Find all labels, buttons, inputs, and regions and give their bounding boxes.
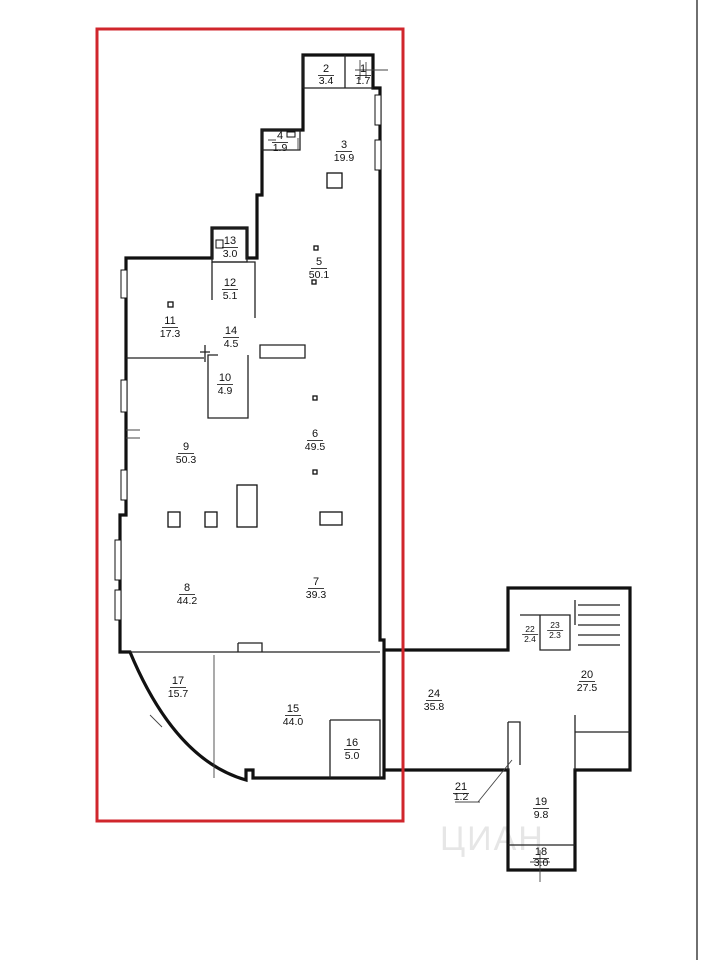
svg-text:1.9: 1.9	[273, 142, 288, 154]
svg-text:11: 11	[164, 315, 175, 327]
room-label-4: 4 1.9	[273, 130, 288, 154]
svg-text:6: 6	[312, 428, 318, 440]
room-label-23: 23 2.3	[549, 620, 561, 640]
room-label-14: 14 4.5	[224, 325, 239, 350]
room-label-1: 1 1.7	[356, 63, 371, 87]
svg-text:5.1: 5.1	[223, 290, 238, 302]
room-label-19: 19 9.8	[534, 796, 549, 821]
svg-text:19.9: 19.9	[334, 152, 355, 164]
svg-text:12: 12	[224, 277, 236, 289]
annex-walls	[384, 0, 698, 960]
svg-text:2.4: 2.4	[524, 634, 536, 644]
svg-text:3.0: 3.0	[534, 857, 549, 869]
room-label-11: 11 17.3	[160, 315, 181, 340]
svg-text:39.3: 39.3	[306, 589, 327, 601]
svg-text:3.4: 3.4	[319, 75, 334, 87]
room-label-10: 10 4.9	[218, 372, 233, 397]
room-label-21: 21 1.2	[454, 781, 469, 803]
room-label-18: 18 3.0	[534, 846, 549, 869]
svg-text:23: 23	[550, 620, 560, 630]
room-label-2: 2 3.4	[319, 63, 334, 87]
room-label-12: 12 5.1	[223, 277, 238, 302]
watermark: ЦИАН	[440, 820, 545, 858]
svg-text:17.3: 17.3	[160, 328, 181, 340]
room-label-13: 13 3.0	[223, 235, 238, 260]
svg-text:2: 2	[323, 63, 329, 75]
svg-text:3.0: 3.0	[223, 248, 238, 260]
svg-text:7: 7	[313, 576, 319, 588]
svg-text:9.8: 9.8	[534, 809, 549, 821]
svg-text:24: 24	[428, 688, 440, 700]
svg-text:17: 17	[172, 675, 184, 687]
room-label-22: 22 2.4	[524, 624, 536, 644]
room-label-7: 7 39.3	[306, 576, 327, 601]
room-label-5: 5 50.1	[309, 256, 330, 281]
room-label-20: 20 27.5	[577, 669, 598, 694]
svg-text:49.5: 49.5	[305, 441, 326, 453]
room-label-15: 15 44.0	[283, 703, 304, 728]
svg-text:15.7: 15.7	[168, 688, 189, 700]
svg-text:8: 8	[184, 582, 190, 594]
svg-text:9: 9	[183, 441, 189, 453]
room-label-24: 24 35.8	[424, 688, 445, 713]
svg-text:1.7: 1.7	[356, 75, 371, 87]
svg-text:14: 14	[225, 325, 237, 337]
svg-text:19: 19	[535, 796, 547, 808]
svg-text:21: 21	[455, 781, 467, 793]
room-label-3: 3 19.9	[334, 139, 355, 164]
svg-text:50.3: 50.3	[176, 454, 197, 466]
svg-text:1.2: 1.2	[454, 791, 469, 803]
room-label-6: 6 49.5	[305, 428, 326, 453]
label-underlines	[162, 75, 595, 859]
svg-text:4.9: 4.9	[218, 385, 233, 397]
svg-text:5.0: 5.0	[345, 750, 360, 762]
room-label-17: 17 15.7	[168, 675, 189, 700]
svg-text:20: 20	[581, 669, 593, 681]
svg-text:27.5: 27.5	[577, 682, 598, 694]
svg-text:50.1: 50.1	[309, 269, 330, 281]
svg-text:35.8: 35.8	[424, 701, 445, 713]
svg-text:18: 18	[535, 846, 547, 858]
room-label-8: 8 44.2	[177, 582, 198, 607]
svg-text:4.5: 4.5	[224, 338, 239, 350]
svg-text:44.0: 44.0	[283, 716, 304, 728]
svg-text:13: 13	[224, 235, 236, 247]
svg-text:1: 1	[360, 63, 366, 75]
main-building-walls	[114, 53, 388, 783]
svg-text:22: 22	[525, 624, 535, 634]
svg-text:4: 4	[277, 130, 283, 142]
room-label-9: 9 50.3	[176, 441, 197, 466]
svg-text:3: 3	[341, 139, 347, 151]
svg-text:16: 16	[346, 737, 358, 749]
highlight-frame	[95, 27, 405, 823]
svg-text:10: 10	[219, 372, 231, 384]
svg-text:2.3: 2.3	[549, 630, 561, 640]
svg-text:44.2: 44.2	[177, 595, 198, 607]
svg-text:15: 15	[287, 703, 299, 715]
structural-columns	[167, 172, 343, 652]
room-labels: 1 1.7 2 3.4 3 19.9 4 1.9 5 50.1 6 49.5 7…	[160, 63, 598, 869]
svg-text:5: 5	[316, 256, 322, 268]
room-label-16: 16 5.0	[345, 737, 360, 762]
